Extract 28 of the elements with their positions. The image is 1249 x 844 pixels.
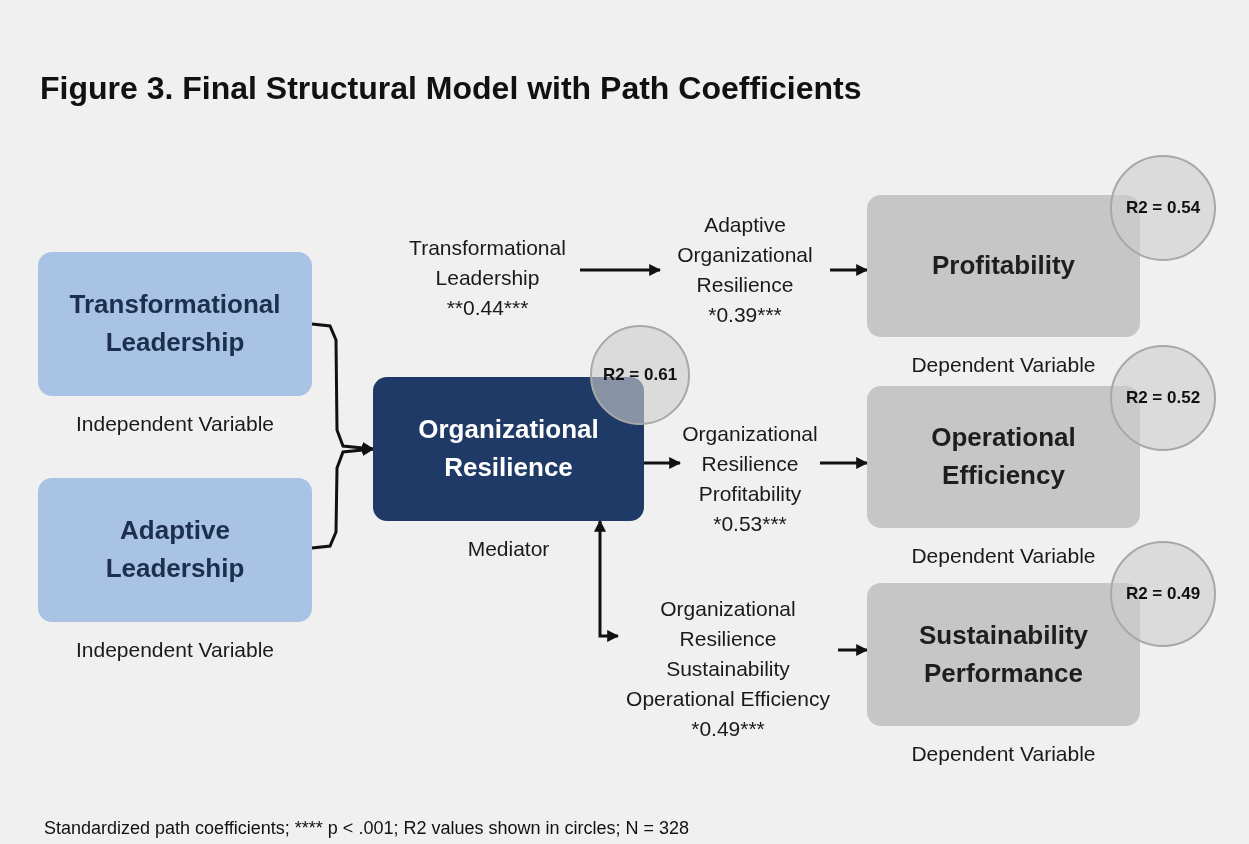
arrow <box>644 457 682 469</box>
path-coefficient: *0.53*** <box>713 511 787 537</box>
figure-title: Figure 3. Final Structural Model with Path Coefficients <box>40 70 862 107</box>
arrow <box>838 644 869 656</box>
r-squared-circle: R2 = 0.49 <box>1110 541 1216 647</box>
arrow <box>594 519 620 642</box>
path-label: Organizational Resilience Sustainability Operational Efficiency <box>625 596 831 712</box>
role-caption: Dependent Variable <box>910 544 1097 568</box>
r-squared-circle: R2 = 0.54 <box>1110 155 1216 261</box>
brace-arrow <box>311 444 375 550</box>
path-coefficient: **0.44*** <box>446 295 529 321</box>
role-caption: Mediator <box>466 537 551 561</box>
path-coefficient: *0.39*** <box>708 302 782 328</box>
figure-note: Standardized path coefficients; **** p < .001; R2 values shown in circles; N = 328 <box>44 818 690 839</box>
r-squared-circle: R2 = 0.52 <box>1110 345 1216 451</box>
role-caption: Dependent Variable <box>910 353 1097 377</box>
variable-box: Adaptive Leadership <box>38 478 312 622</box>
arrow <box>830 264 869 276</box>
arrow <box>580 264 662 276</box>
path-coefficient: *0.49*** <box>691 716 765 742</box>
variable-box: Transformational Leadership <box>38 252 312 396</box>
role-caption: Dependent Variable <box>910 742 1097 766</box>
role-caption: Independent Variable <box>74 412 276 436</box>
arrow <box>820 457 869 469</box>
role-caption: Independent Variable <box>74 638 276 662</box>
path-label: Adaptive Organizational Resilience <box>676 212 814 298</box>
brace-arrow <box>311 322 375 454</box>
path-label: Transformational Leadership <box>408 235 567 291</box>
